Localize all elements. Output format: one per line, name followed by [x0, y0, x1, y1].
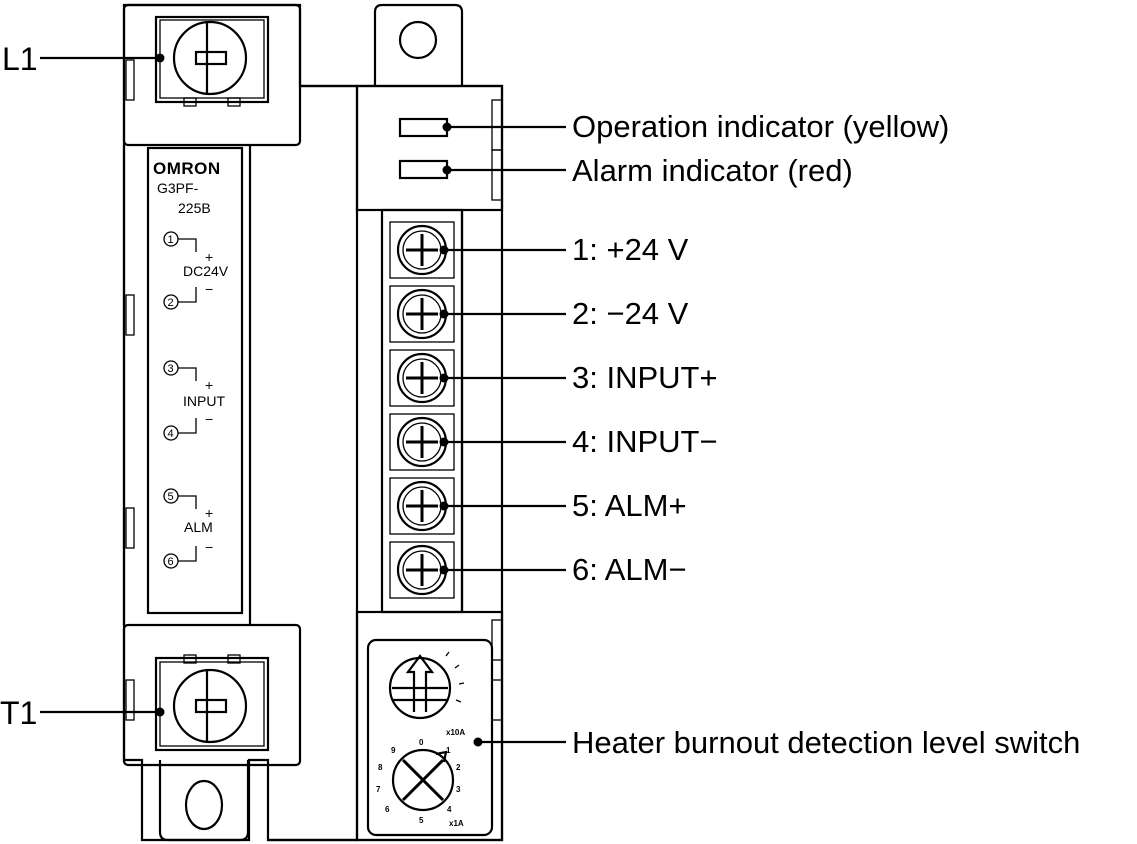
svg-text:3: 3 [456, 785, 461, 794]
group-label-input: INPUT [183, 393, 225, 409]
label-operation-indicator: Operation indicator (yellow) [572, 109, 949, 144]
svg-text:9: 9 [391, 746, 396, 755]
svg-text:−: − [205, 281, 213, 297]
model-line-1: G3PF- [157, 180, 199, 196]
svg-text:+: + [205, 377, 213, 393]
label-alarm-indicator: Alarm indicator (red) [572, 153, 853, 188]
group-label-dc24v: DC24V [183, 263, 229, 279]
bottom-mounting-tab [158, 760, 250, 842]
terminal-screws [389, 221, 455, 599]
label-heater-switch: Heater burnout detection level switch [572, 725, 1080, 760]
top-mounting-tab [373, 3, 464, 86]
svg-text:−: − [205, 539, 213, 555]
pin-4: 4 − [163, 411, 213, 441]
brand-logo: OMRON [153, 159, 221, 178]
pin-2: 2 − [163, 281, 213, 310]
svg-text:2: 2 [456, 763, 461, 772]
operation-indicator [398, 117, 449, 138]
dial-mark-x1a: x1A [449, 819, 464, 828]
model-line-2: 225B [178, 200, 211, 216]
svg-text:8: 8 [378, 763, 383, 772]
label-terminal-4: 4: INPUT− [572, 424, 718, 459]
terminal-t1 [154, 654, 270, 752]
svg-text:+: + [205, 249, 213, 265]
alarm-indicator [398, 159, 449, 180]
svg-text:4: 4 [447, 805, 452, 814]
label-l1: L1 [2, 41, 38, 77]
rotary-switch-x10a: x10A [388, 651, 465, 737]
svg-text:6: 6 [168, 556, 174, 568]
label-terminal-1: 1: +24 V [572, 232, 689, 267]
label-terminal-6: 6: ALM− [572, 552, 687, 587]
svg-text:+: + [205, 505, 213, 521]
dial-mark-x10a: x10A [446, 728, 465, 737]
rotary-switch-x1a: 0 9 8 7 6 5 4 3 2 1 x1A [376, 738, 464, 828]
svg-text:1: 1 [446, 746, 451, 755]
indicator-lamps [398, 117, 449, 180]
label-terminal-2: 2: −24 V [572, 296, 689, 331]
label-t1: T1 [0, 695, 37, 731]
svg-text:4: 4 [168, 428, 174, 440]
svg-text:3: 3 [168, 363, 174, 375]
svg-text:6: 6 [385, 805, 390, 814]
group-label-alm: ALM [184, 519, 213, 535]
right-column [268, 84, 504, 842]
callout-leaders [40, 53, 566, 747]
svg-text:7: 7 [376, 785, 381, 794]
pin-6: 6 − [163, 539, 213, 569]
svg-text:−: − [205, 411, 213, 427]
label-terminal-3: 3: INPUT+ [572, 360, 718, 395]
svg-text:2: 2 [168, 297, 174, 309]
label-terminal-5: 5: ALM+ [572, 488, 687, 523]
nameplate: OMRON G3PF- 225B 1 + DC24V 2 − 3 + INPUT… [146, 146, 244, 615]
svg-text:0: 0 [419, 738, 424, 747]
svg-text:1: 1 [168, 234, 174, 246]
pin-5: 5 + [163, 488, 213, 521]
svg-text:5: 5 [168, 491, 174, 503]
pin-1: 1 + [163, 231, 213, 265]
svg-text:5: 5 [419, 816, 424, 825]
terminal-l1 [154, 15, 270, 107]
pin-3: 3 + [163, 360, 213, 393]
